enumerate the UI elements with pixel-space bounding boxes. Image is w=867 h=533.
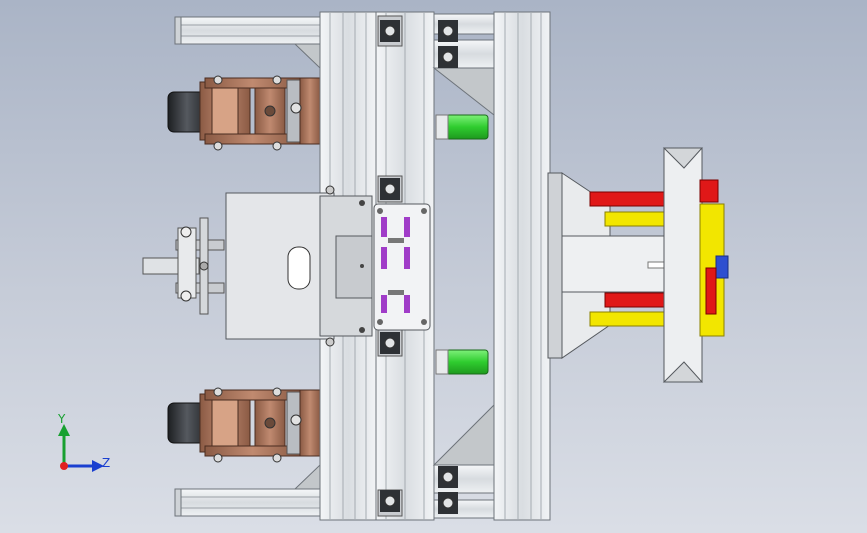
housing-box[interactable] [225,185,373,347]
gusset-top-left [293,43,321,70]
slotted-plate[interactable] [373,203,431,331]
gusset-bottom-right [432,403,495,466]
cylinder-top[interactable] [435,114,489,140]
gusset-bottom-left [293,463,321,490]
coordinate-triad: Y Z [50,410,120,480]
handle[interactable] [142,217,225,315]
triad-axes-icon [58,424,104,472]
bolt-blocks [380,20,458,514]
caster-top[interactable] [167,75,321,151]
cylinder-bottom[interactable] [435,349,489,375]
z-axis-label: Z [102,456,111,470]
gusset-top-right [432,67,495,117]
vertical-profile-right[interactable] [493,11,551,521]
caster-bottom[interactable] [167,387,321,463]
bottom-rail[interactable] [174,488,326,517]
gripper-head[interactable] [662,147,729,383]
top-rail[interactable] [174,16,326,45]
y-axis-label: Y [58,412,66,426]
